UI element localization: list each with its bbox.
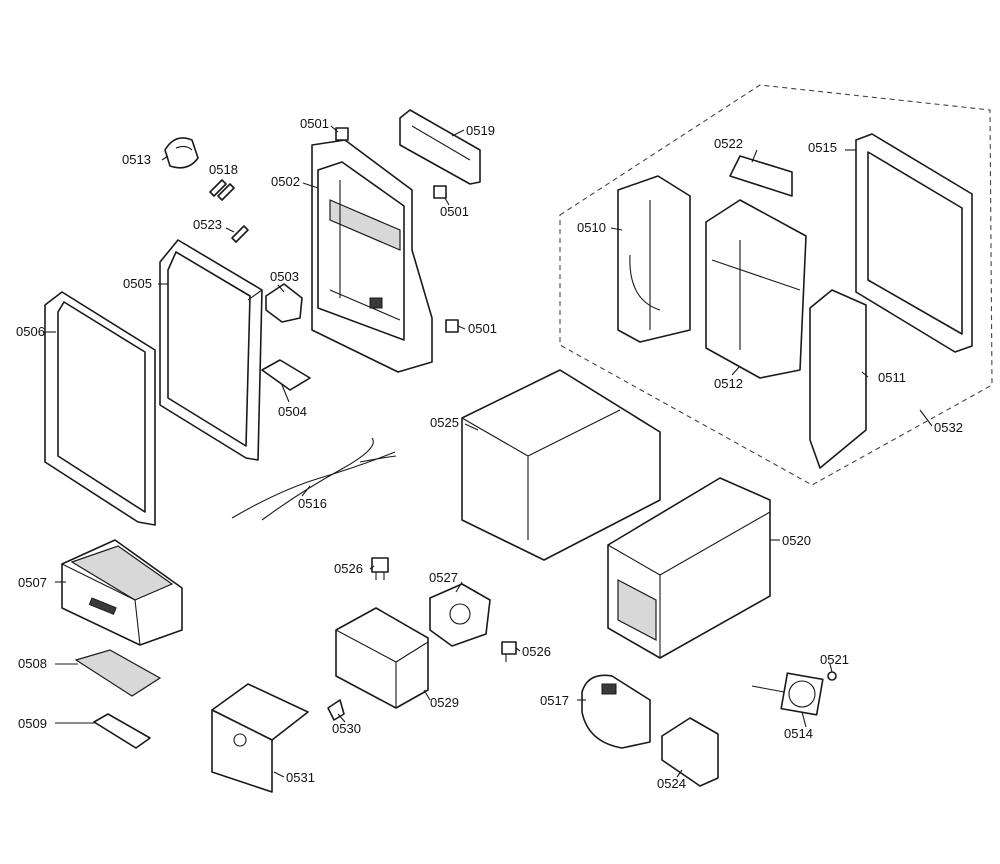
- callout-0513: 0513: [122, 152, 151, 167]
- part-0502-dispenser-housing: [311, 139, 433, 373]
- part-0523-pin: [231, 225, 249, 243]
- callout-0526-upper: 0526: [334, 561, 363, 576]
- callout-0508: 0508: [18, 656, 47, 671]
- callout-0503: 0503: [270, 269, 299, 284]
- part-0521-screw: [827, 671, 837, 681]
- callout-0509: 0509: [18, 716, 47, 731]
- part-0501-clip-lower: [445, 319, 459, 333]
- callout-0521: 0521: [820, 652, 849, 667]
- callout-0529: 0529: [430, 695, 459, 710]
- part-0505-inner-door-frame: [159, 239, 263, 461]
- part-0527-motor: [429, 583, 491, 647]
- part-0526-switch-lower: [501, 641, 517, 662]
- part-0515-evaporator-cover: [855, 133, 973, 353]
- callout-0501-middle: 0501: [440, 204, 469, 219]
- assembly-0532-boundary: [559, 84, 993, 486]
- callout-0517: 0517: [540, 693, 569, 708]
- callout-0516: 0516: [298, 496, 327, 511]
- part-0524-bracket: [661, 717, 719, 787]
- part-0529-control-box: [335, 607, 429, 709]
- callout-labels: 0501 0519 0513 0518 0502 0501 0523 0503 …: [16, 116, 963, 791]
- callout-0502: 0502: [271, 174, 300, 189]
- callout-0515: 0515: [808, 140, 837, 155]
- callout-0531: 0531: [286, 770, 315, 785]
- part-0519-bracket: [399, 109, 481, 185]
- part-0506-outer-door-frame: [44, 291, 156, 526]
- part-0531-mounting-plate: [211, 683, 309, 793]
- callout-0514: 0514: [784, 726, 813, 741]
- callout-0523: 0523: [193, 217, 222, 232]
- part-0518-screw-pair: [209, 179, 235, 201]
- callout-0511: 0511: [878, 370, 906, 385]
- part-0509-mold-strip: [93, 713, 151, 749]
- part-0512-duct-assembly: [705, 199, 807, 379]
- part-0525-evaporator-housing: [461, 369, 661, 561]
- callout-0501-lower: 0501: [468, 321, 497, 336]
- callout-0518: 0518: [209, 162, 238, 177]
- part-0507-ice-maker: [61, 539, 183, 646]
- part-0516-wire-harness: [231, 437, 397, 521]
- part-0514-fan: [751, 672, 824, 716]
- part-0522-insulation-cap: [729, 155, 793, 197]
- callout-0507: 0507: [18, 575, 47, 590]
- part-0503-cover-plate: [265, 283, 303, 323]
- callout-0506: 0506: [16, 324, 45, 339]
- callout-0526-lower: 0526: [522, 644, 551, 659]
- callout-0530: 0530: [332, 721, 361, 736]
- callout-0512: 0512: [714, 376, 743, 391]
- part-0501-clip-middle: [433, 185, 447, 199]
- callout-0501-top: 0501: [300, 116, 329, 131]
- part-0501-clip-top: [335, 127, 349, 141]
- part-0530-plug: [327, 699, 345, 721]
- callout-0504: 0504: [278, 404, 307, 419]
- part-0510-insulation-panel: [617, 175, 691, 343]
- callout-0522: 0522: [714, 136, 743, 151]
- part-0511-back-panel: [809, 289, 867, 469]
- callout-0505: 0505: [123, 276, 152, 291]
- callout-0520: 0520: [782, 533, 811, 548]
- leader-lines: [44, 125, 933, 778]
- callout-0524: 0524: [657, 776, 686, 791]
- part-0504-shim: [261, 359, 311, 391]
- callout-0527: 0527: [429, 570, 458, 585]
- callout-0525: 0525: [430, 415, 459, 430]
- callout-0510: 0510: [577, 220, 606, 235]
- part-0513-cap: [164, 137, 199, 169]
- callout-0532: 0532: [934, 420, 963, 435]
- part-0508-ejector-tray: [74, 649, 162, 697]
- part-0526-switch-upper: [371, 557, 389, 580]
- callout-0519: 0519: [466, 123, 495, 138]
- part-0517-fan-shroud: [581, 674, 651, 749]
- part-0520-ice-bucket: [607, 477, 771, 659]
